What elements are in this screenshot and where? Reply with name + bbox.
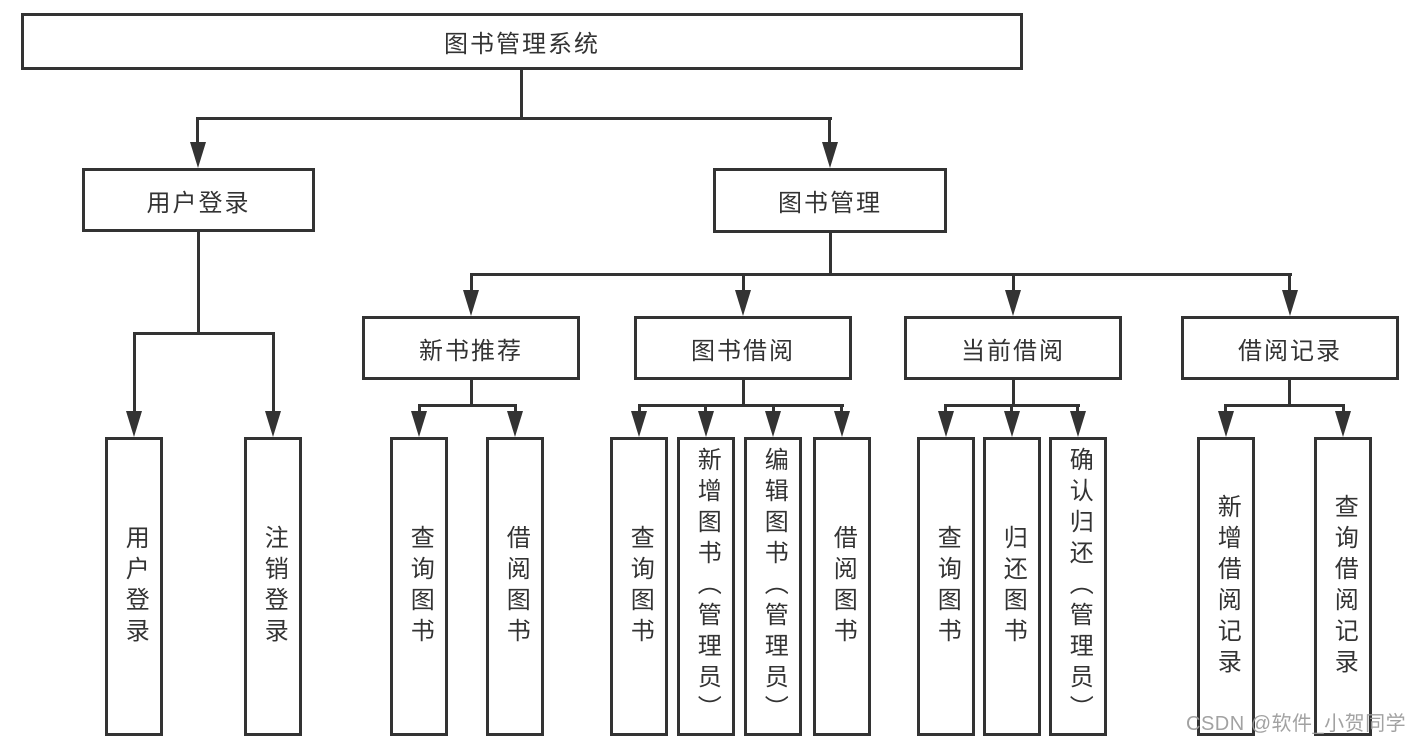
node-book-borrowing: 图书借阅	[634, 316, 852, 380]
arrow-down-icon	[1282, 290, 1298, 316]
leaf-user-login: 用户登录	[105, 437, 163, 736]
arrow-down-icon	[1070, 411, 1086, 437]
connector-line	[840, 404, 843, 414]
arrow-down-icon	[735, 290, 751, 316]
leaf-logout: 注销登录	[244, 437, 302, 736]
connector-line	[1288, 380, 1291, 406]
node-library-management-system: 图书管理系统	[21, 13, 1023, 70]
leaf-confirm-return-admin: 确认归还（管理员）	[1049, 437, 1107, 736]
connector-line	[742, 380, 745, 406]
node-label: 图书借阅	[691, 337, 795, 365]
connector-line	[133, 332, 136, 414]
csdn-watermark: CSDN @软件_小贺同学	[1186, 713, 1405, 735]
connector-line	[1224, 404, 1227, 414]
arrow-down-icon	[1004, 411, 1020, 437]
connector-line	[196, 117, 199, 145]
node-new-book-recommendation: 新书推荐	[362, 316, 580, 380]
connector-line	[470, 380, 473, 406]
node-label: 借阅记录	[1238, 337, 1342, 365]
arrow-down-icon	[265, 411, 281, 437]
connector-line	[1012, 273, 1015, 293]
arrow-down-icon	[765, 411, 781, 437]
arrow-down-icon	[631, 411, 647, 437]
leaf-query-books-current: 查询图书	[917, 437, 975, 736]
arrow-down-icon	[126, 411, 142, 437]
leaf-label: 归还图书	[999, 524, 1027, 649]
arrow-down-icon	[822, 142, 838, 168]
connector-line	[944, 404, 947, 414]
connector-line	[1076, 404, 1079, 414]
leaf-label: 注销登录	[260, 524, 288, 649]
connector-line	[638, 404, 641, 414]
connector-line	[133, 332, 275, 335]
leaf-label: 确认归还（管理员）	[1065, 447, 1093, 726]
connector-line	[1224, 404, 1345, 407]
node-borrowing-records: 借阅记录	[1181, 316, 1399, 380]
connector-line	[197, 232, 200, 335]
leaf-add-borrowing-record: 新增借阅记录	[1197, 437, 1255, 736]
node-user-login: 用户登录	[82, 168, 315, 232]
arrow-down-icon	[463, 290, 479, 316]
connector-line	[638, 404, 844, 407]
connector-line	[1010, 404, 1013, 414]
connector-line	[470, 273, 1292, 276]
connector-line	[470, 273, 473, 293]
leaf-edit-books-admin: 编辑图书（管理员）	[744, 437, 802, 736]
arrow-down-icon	[938, 411, 954, 437]
leaf-label: 新增借阅记录	[1213, 493, 1241, 680]
connector-line	[418, 404, 421, 414]
node-label: 新书推荐	[419, 337, 523, 365]
leaf-label: 借阅图书	[502, 524, 530, 649]
arrow-down-icon	[1218, 411, 1234, 437]
connector-line	[514, 404, 517, 414]
connector-line	[772, 404, 775, 414]
arrow-down-icon	[190, 142, 206, 168]
node-label: 图书管理系统	[444, 31, 600, 58]
arrow-down-icon	[834, 411, 850, 437]
leaf-label: 编辑图书（管理员）	[760, 447, 788, 726]
arrow-down-icon	[1005, 290, 1021, 316]
connector-line	[272, 332, 275, 414]
leaf-label: 查询借阅记录	[1330, 493, 1358, 680]
connector-line	[1288, 273, 1291, 293]
connector-line	[196, 117, 832, 120]
node-current-borrowing: 当前借阅	[904, 316, 1122, 380]
node-book-management: 图书管理	[713, 168, 947, 233]
leaf-label: 查询图书	[406, 524, 434, 649]
leaf-label: 查询图书	[933, 524, 961, 649]
node-label: 当前借阅	[961, 337, 1065, 365]
leaf-label: 新增图书（管理员）	[693, 447, 721, 726]
arrow-down-icon	[411, 411, 427, 437]
leaf-query-books-recommend: 查询图书	[390, 437, 448, 736]
leaf-query-borrowing-record: 查询借阅记录	[1314, 437, 1372, 736]
connector-line	[1342, 404, 1345, 414]
node-label: 用户登录	[146, 189, 251, 217]
arrow-down-icon	[698, 411, 714, 437]
connector-line	[520, 70, 523, 118]
leaf-borrow-books-recommend: 借阅图书	[486, 437, 544, 736]
arrow-down-icon	[1335, 411, 1351, 437]
leaf-label: 用户登录	[121, 524, 149, 649]
leaf-borrow-books-borrowing: 借阅图书	[813, 437, 871, 736]
leaf-label: 借阅图书	[829, 524, 857, 649]
leaf-return-books: 归还图书	[983, 437, 1041, 736]
connector-line	[418, 404, 517, 407]
connector-line	[742, 273, 745, 293]
connector-line	[1012, 380, 1015, 406]
leaf-add-books-admin: 新增图书（管理员）	[677, 437, 735, 736]
arrow-down-icon	[507, 411, 523, 437]
node-label: 图书管理	[778, 190, 882, 217]
leaf-label: 查询图书	[626, 524, 654, 649]
connector-line	[828, 117, 831, 145]
connector-line	[704, 404, 707, 414]
leaf-query-books-borrowing: 查询图书	[610, 437, 668, 736]
connector-line	[829, 233, 832, 275]
